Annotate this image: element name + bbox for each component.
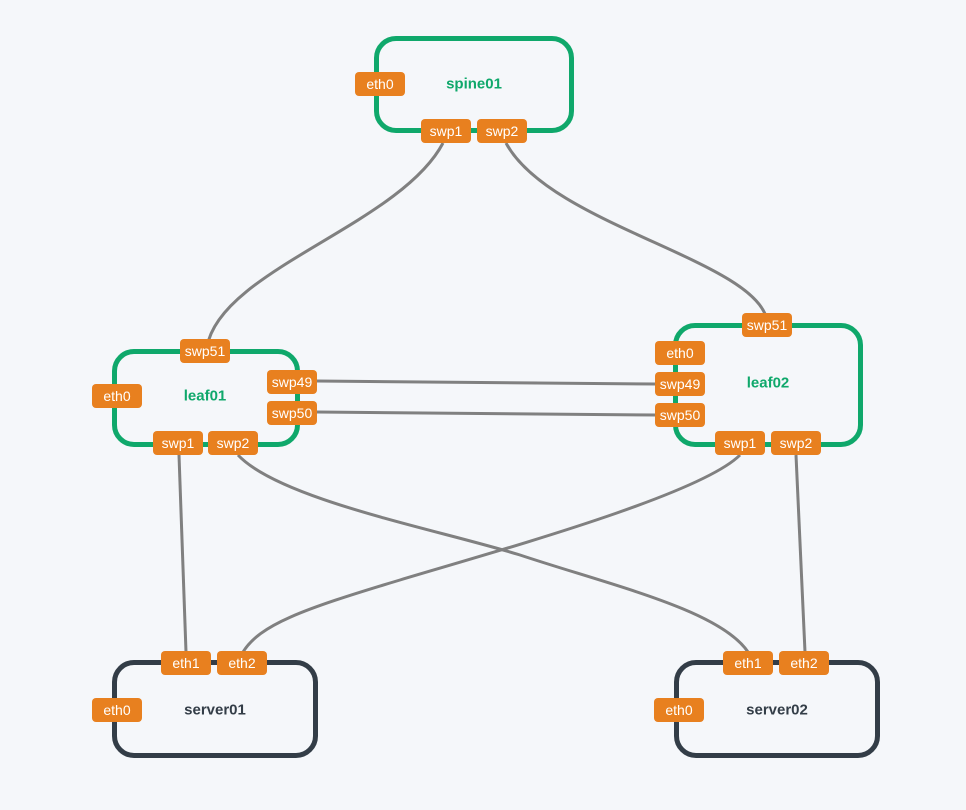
port-leaf02-swp51[interactable]: swp51	[742, 313, 792, 337]
node-server01[interactable]	[112, 660, 318, 758]
link-leaf01-swp49-to-leaf02-swp49	[316, 379, 657, 386]
port-server01-eth1[interactable]: eth1	[161, 651, 211, 675]
port-leaf01-swp49[interactable]: swp49	[267, 370, 317, 394]
node-label-spine01: spine01	[446, 75, 502, 93]
link-leaf01-swp50-to-leaf02-swp50	[316, 410, 657, 417]
port-server01-eth2[interactable]: eth2	[217, 651, 267, 675]
port-leaf02-eth0[interactable]: eth0	[655, 341, 705, 365]
port-spine01-eth0[interactable]: eth0	[355, 72, 405, 96]
link-spine01-swp2-to-leaf02-swp51	[504, 142, 769, 321]
port-leaf02-swp50[interactable]: swp50	[655, 403, 705, 427]
port-leaf02-swp49[interactable]: swp49	[655, 372, 705, 396]
link-leaf01-swp1-to-server01-eth1	[177, 454, 188, 653]
node-label-leaf02: leaf02	[746, 374, 790, 392]
port-server02-eth0[interactable]: eth0	[654, 698, 704, 722]
link-leaf02-swp2-to-server02-eth2	[794, 454, 807, 653]
port-spine01-swp1[interactable]: swp1	[421, 119, 471, 143]
port-server02-eth1[interactable]: eth1	[723, 651, 773, 675]
link-leaf01-swp2-to-server02-eth1	[236, 453, 750, 653]
port-leaf01-swp1[interactable]: swp1	[153, 431, 203, 455]
node-label-server02: server02	[746, 701, 808, 719]
port-spine01-swp2[interactable]: swp2	[477, 119, 527, 143]
port-server01-eth0[interactable]: eth0	[92, 698, 142, 722]
node-label-leaf01: leaf01	[183, 387, 227, 405]
port-leaf01-swp50[interactable]: swp50	[267, 401, 317, 425]
node-label-server01: server01	[184, 701, 246, 719]
port-leaf01-swp2[interactable]: swp2	[208, 431, 258, 455]
port-leaf02-swp2[interactable]: swp2	[771, 431, 821, 455]
port-leaf01-swp51[interactable]: swp51	[180, 339, 230, 363]
port-leaf02-swp1[interactable]: swp1	[715, 431, 765, 455]
port-leaf01-eth0[interactable]: eth0	[92, 384, 142, 408]
link-spine01-swp1-to-leaf01-swp51	[205, 142, 445, 348]
port-server02-eth2[interactable]: eth2	[779, 651, 829, 675]
node-spine01[interactable]	[374, 36, 574, 133]
link-leaf02-swp1-to-server01-eth2	[241, 453, 742, 653]
